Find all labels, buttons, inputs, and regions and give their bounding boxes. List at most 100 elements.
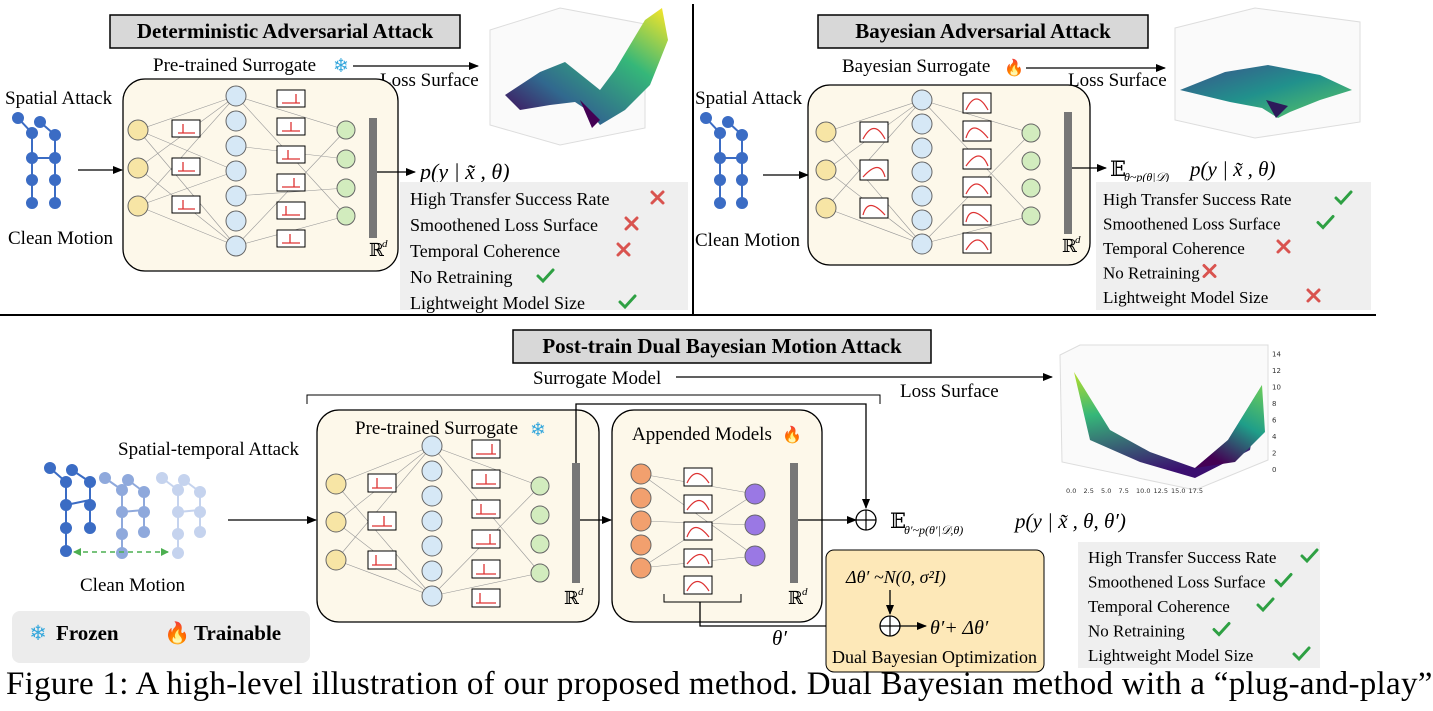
surface-mesh-right: [1195, 385, 1265, 468]
method-diagram: Deterministic Adversarial Attack Pre-tra…: [0, 4, 1376, 673]
property-label: High Transfer Success Rate: [410, 189, 609, 209]
snowflake-icon: ❄: [530, 420, 546, 441]
check-icon: [1300, 548, 1319, 564]
snowflake-icon: ❄: [29, 621, 47, 645]
y-tick-label: 8: [1272, 400, 1276, 408]
feature-bar: [1064, 112, 1072, 234]
x-tick-label: 0.0: [1066, 487, 1076, 495]
snowflake-icon: ❄: [333, 56, 349, 77]
loss-surface-label: Loss Surface: [380, 70, 479, 91]
property-label: Smoothened Loss Surface: [1088, 573, 1266, 592]
y-tick-label: 12: [1272, 367, 1281, 375]
feature-space-sup: d: [1075, 234, 1081, 246]
check-icon: [1316, 215, 1335, 230]
feature-space-sup: d: [382, 238, 388, 250]
distribution-boxes: [683, 467, 713, 595]
expectation-symbol: 𝔼: [890, 509, 906, 533]
appended-output-nodes: [744, 483, 766, 567]
bayesian-panel: Bayesian Adversarial Attack Bayesian Sur…: [695, 7, 1371, 310]
spatial-attack-label: Spatial Attack: [695, 88, 803, 109]
panel-title-box: [109, 14, 461, 49]
skeleton-frame: [99, 472, 150, 559]
y-tick-label: 6: [1272, 417, 1277, 425]
dual-optimization-box: [825, 549, 1045, 673]
panel-title: Bayesian Adversarial Attack: [855, 19, 1111, 43]
feature-bar: [369, 118, 377, 238]
surrogate-model-label: Surrogate Model: [533, 368, 661, 389]
clean-motion-label: Clean Motion: [695, 230, 801, 251]
deterministic-panel: Deterministic Adversarial Attack Pre-tra…: [5, 7, 688, 313]
output-formula: p(y | x̃ , θ): [1188, 157, 1275, 181]
feature-space-label: ℝ: [369, 240, 385, 260]
properties-box: [1078, 542, 1320, 668]
y-tick-label: 0: [1272, 466, 1276, 474]
panel-title-box: [817, 14, 1149, 49]
panel-title: Post-train Dual Bayesian Motion Attack: [542, 334, 902, 358]
check-icon: [536, 268, 555, 284]
check-icon: [1212, 622, 1231, 637]
surrogate-bracket: [306, 394, 881, 404]
surrogate-label: Bayesian Surrogate: [842, 56, 990, 77]
legend-frozen: ❄Frozen: [26, 621, 118, 646]
fire-icon: 🔥: [164, 621, 191, 645]
appended-label: Appended Models: [632, 424, 772, 445]
panel-title-box: [512, 329, 932, 364]
appended-models-box: [611, 409, 823, 623]
check-icon: [1292, 646, 1311, 662]
input-nodes: [325, 473, 347, 571]
input-nodes: [127, 119, 149, 217]
x-tick-label: 2.5: [1084, 487, 1094, 495]
x-tick-label: 17.5: [1189, 487, 1203, 495]
fire-icon: 🔥: [1004, 58, 1024, 77]
cross-icon: [616, 242, 631, 257]
cross-icon: [650, 190, 665, 205]
output-formula: p(y | x̃ , θ): [418, 159, 510, 184]
output-nodes: [1021, 123, 1041, 226]
weight-stems: [178, 94, 300, 244]
input-nodes: [815, 121, 837, 219]
property-label: No Retraining: [1103, 264, 1200, 283]
distribution-boxes: [859, 92, 992, 254]
network-edges: [825, 99, 1032, 245]
output-nodes: [530, 476, 550, 583]
feature-space-sup: d: [578, 586, 584, 598]
feature-bar: [572, 463, 580, 583]
loss-surface-plot: [1174, 7, 1361, 139]
hidden-nodes: [911, 89, 933, 255]
figure-caption: Figure 1: A high-level illustration of o…: [6, 666, 1433, 702]
feature-space-label: ℝ: [788, 588, 804, 608]
fire-icon: 🔥: [782, 425, 802, 444]
y-tick-label: 4: [1272, 433, 1277, 441]
spatial-temporal-label: Spatial-temporal Attack: [118, 439, 299, 460]
properties-box: [1096, 182, 1371, 310]
clean-motion-label: Clean Motion: [80, 575, 186, 596]
x-tick-label: 7.5: [1119, 487, 1129, 495]
property-label: Lightweight Model Size: [1088, 646, 1253, 665]
check-icon: [1274, 573, 1293, 588]
x-tick-label: 12.5: [1154, 487, 1168, 495]
y-tick-label: 2: [1272, 450, 1276, 458]
property-label: Temporal Coherence: [410, 241, 560, 261]
skeleton-figure: [700, 112, 748, 209]
skip-connection: [575, 403, 870, 509]
spatial-attack-label: Spatial Attack: [5, 88, 113, 109]
theta-prime-label: θ′: [772, 626, 787, 650]
surrogate-network-box: [122, 78, 399, 272]
y-tick-label: 10: [1272, 384, 1281, 392]
legend: ❄Frozen 🔥Trainable: [12, 611, 310, 663]
distribution-curves: [686, 472, 710, 592]
feature-space-label: ℝ: [1062, 236, 1078, 256]
property-label: Temporal Coherence: [1088, 597, 1230, 616]
property-label: Lightweight Model Size: [1103, 288, 1268, 307]
skeleton-frame: [156, 472, 206, 559]
hidden-nodes: [421, 435, 443, 607]
property-label: High Transfer Success Rate: [1088, 548, 1276, 567]
hidden-nodes: [225, 85, 247, 257]
theta-prime-path: [699, 602, 881, 630]
expectation-subscript: θ~p(θ|𝒟): [1124, 170, 1169, 184]
cross-icon: [1306, 288, 1321, 303]
loss-surface-label: Loss Surface: [900, 381, 999, 402]
cross-icon: [1276, 239, 1291, 254]
